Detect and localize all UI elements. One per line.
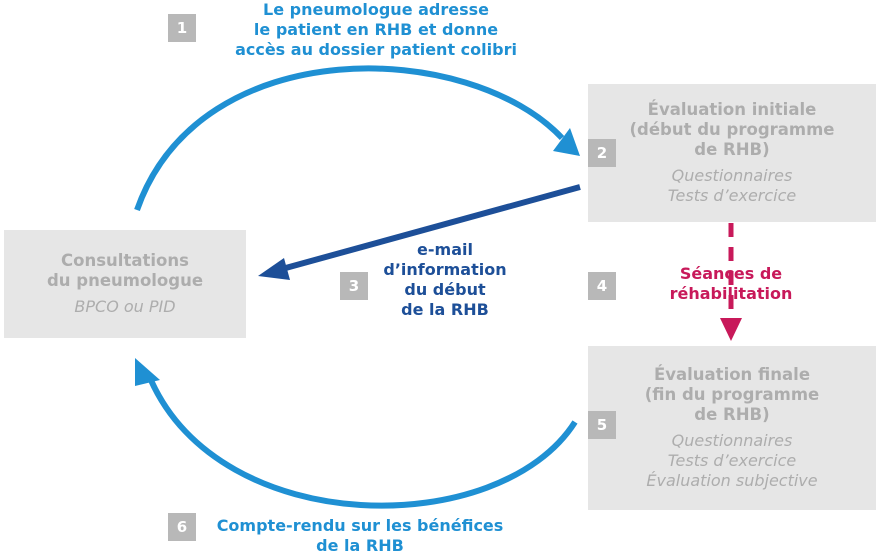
step-3-label-line-1: e-mail <box>417 240 473 259</box>
box-finale-subtitle-line-1: Questionnaires <box>671 431 793 450</box>
box-initiale-subtitle-line-1: Questionnaires <box>671 166 793 185</box>
step-3-label-line-4: de la RHB <box>401 300 489 319</box>
box-finale-title-line-3: de RHB) <box>694 405 770 424</box>
arrowhead-email <box>258 258 290 280</box>
box-evaluation-initiale: Évaluation initiale (début du programme … <box>588 84 876 222</box>
step-3-label-line-3: du début <box>404 280 486 299</box>
arrowhead-referral <box>553 128 580 156</box>
box-consultations-pneumologue: Consultations du pneumologue BPCO ou PID <box>4 230 246 338</box>
step-1-label: Le pneumologue adresse le patient en RHB… <box>196 0 556 60</box>
box-evaluation-finale: Évaluation finale (fin du programme de R… <box>588 346 876 510</box>
step-6-label-line-1: Compte-rendu sur les bénéfices <box>216 516 504 535</box>
step-4-label-line-2: réhabilitation <box>669 284 793 303</box>
box-finale-subtitle-line-2: Tests d’exercice <box>667 451 797 470</box>
step-badge-4: 4 <box>588 272 616 300</box>
arrowhead-rehab <box>720 318 742 341</box>
box-consultations-subtitle: BPCO ou PID <box>74 297 176 316</box>
box-initiale-title-line-2: (début du programme <box>629 120 835 139</box>
step-4-label-line-1: Séances de <box>679 264 783 283</box>
step-1-label-line-3: accès au dossier patient colibri <box>235 40 517 59</box>
arrow-referral <box>134 65 565 211</box>
arrowhead-report <box>135 358 160 386</box>
step-badge-2: 2 <box>588 139 616 167</box>
box-consultations-title-line-2: du pneumologue <box>46 271 204 290</box>
step-3-label-line-2: d’information <box>383 260 507 279</box>
box-initiale-title-line-3: de RHB) <box>694 140 770 159</box>
box-consultations-title-line-1: Consultations <box>61 251 189 270</box>
box-initiale-subtitle-line-2: Tests d’exercice <box>667 186 797 205</box>
step-4-label: Séances de réhabilitation <box>656 264 806 304</box>
box-initiale-title-line-1: Évaluation initiale <box>647 100 817 119</box>
step-3-label: e-mail d’information du début de la RHB <box>370 240 520 320</box>
step-badge-6: 6 <box>168 513 196 541</box>
step-6-label: Compte-rendu sur les bénéfices de la RHB <box>190 516 530 556</box>
step-badge-3: 3 <box>340 272 368 300</box>
step-badge-1: 1 <box>168 14 196 42</box>
box-finale-subtitle-line-3: Évaluation subjective <box>646 471 818 490</box>
step-6-label-line-2: de la RHB <box>316 536 404 555</box>
step-badge-5: 5 <box>588 411 616 439</box>
arrow-email <box>281 184 581 272</box>
step-1-label-line-2: le patient en RHB et donne <box>253 20 499 39</box>
arrow-report <box>147 376 578 509</box>
box-finale-title-line-1: Évaluation finale <box>653 365 811 384</box>
box-finale-title-line-2: (fin du programme <box>644 385 820 404</box>
step-1-label-line-1: Le pneumologue adresse <box>263 0 489 19</box>
